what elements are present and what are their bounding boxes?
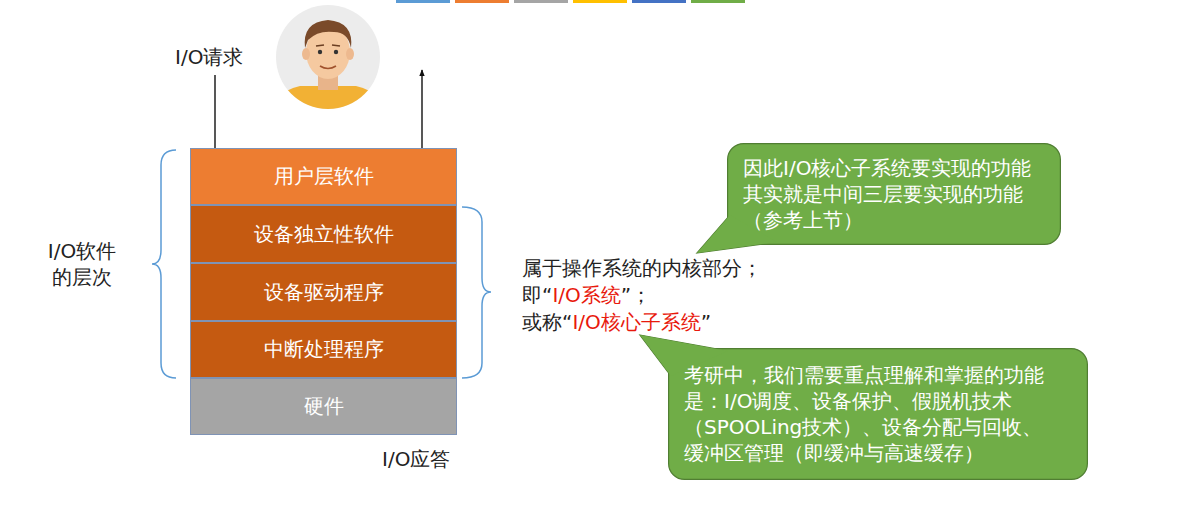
label-text: I/O应答	[382, 447, 450, 471]
callout-body	[669, 349, 1088, 480]
layer-name: 用户层软件	[274, 163, 374, 190]
label-line: 即“I/O系统”；	[522, 282, 651, 308]
avatar-ear	[302, 48, 310, 60]
callout-body	[728, 144, 1061, 245]
top-tabs	[396, 0, 745, 3]
label-line: 属于操作系统的内核部分；	[522, 255, 762, 281]
layer-box: 硬件	[190, 378, 457, 435]
callout-box: 因此I/O核心子系统要实现的功能其实就是中间三层要实现的功能（参考上节）	[727, 143, 1061, 245]
tab-bar	[514, 0, 568, 3]
label-text: 或称“	[522, 310, 572, 334]
label-line: 或称“I/O核心子系统”	[522, 309, 711, 335]
right-brace	[462, 207, 491, 378]
avatar-mouth	[320, 66, 336, 69]
layer-name: 中断处理程序	[264, 336, 384, 363]
tab-bar	[691, 0, 745, 3]
tab-bar	[396, 0, 450, 3]
label-text: 属于操作系统的内核部分；	[522, 256, 762, 280]
label-text: ”；	[621, 283, 651, 307]
layer-name: 设备驱动程序	[264, 279, 384, 306]
label-line: I/O请求	[175, 44, 243, 70]
highlight-term: I/O系统	[552, 283, 620, 307]
callout-text: 考研中，我们需要重点理解和掌握的功能是：I/O调度、设备保护、假脱机技术（SPO…	[684, 362, 1056, 466]
tab-bar	[455, 0, 509, 3]
tab-bar	[632, 0, 686, 3]
label-text: I/O请求	[175, 45, 243, 69]
layer-box: 中断处理程序	[190, 321, 457, 378]
label-text: I/O软件 的层次	[48, 239, 116, 289]
left-brace	[152, 150, 176, 378]
highlight-term: I/O核心子系统	[572, 310, 700, 334]
avatar-eye	[334, 50, 338, 54]
label-line: I/O软件 的层次	[44, 238, 120, 290]
avatar-eye	[318, 50, 322, 54]
avatar-hair	[305, 20, 352, 48]
layer-box: 设备驱动程序	[190, 263, 457, 321]
tab-bar	[573, 0, 627, 3]
layer-name: 设备独立性软件	[254, 221, 394, 248]
layer-box: 用户层软件	[190, 148, 457, 205]
layer-box: 设备独立性软件	[190, 205, 457, 263]
avatar-ear	[346, 48, 354, 60]
person-avatar	[268, 5, 388, 120]
label-text: 即“	[522, 283, 552, 307]
callout-box: 考研中，我们需要重点理解和掌握的功能是：I/O调度、设备保护、假脱机技术（SPO…	[668, 348, 1088, 480]
callout-text: 因此I/O核心子系统要实现的功能其实就是中间三层要实现的功能（参考上节）	[743, 155, 1045, 233]
avatar-brows	[316, 45, 340, 46]
label-line: I/O应答	[382, 446, 450, 472]
layer-name: 硬件	[304, 393, 344, 420]
label-text: ”	[701, 310, 711, 334]
avatar-shirt	[268, 86, 388, 120]
